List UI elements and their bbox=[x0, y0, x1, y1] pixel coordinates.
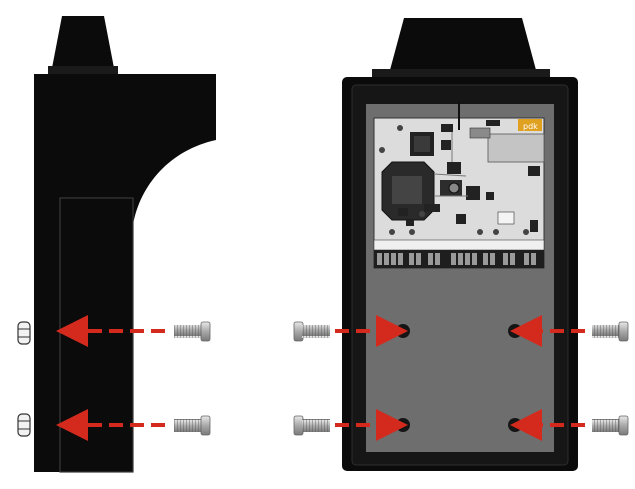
hex-nut-top bbox=[17, 321, 31, 345]
screw-front-top-left bbox=[293, 321, 330, 342]
mount-hole-top-right bbox=[508, 324, 522, 338]
screw-front-top-right bbox=[592, 321, 629, 342]
front-cap bbox=[390, 18, 536, 70]
side-cap bbox=[52, 16, 114, 68]
mount-hole-top-left bbox=[396, 324, 410, 338]
mount-hole-bottom-left bbox=[396, 418, 410, 432]
mount-hole-bottom-right bbox=[508, 418, 522, 432]
screw-front-bottom-left bbox=[293, 415, 330, 436]
screw-side-top bbox=[174, 321, 211, 342]
front-view: pdk bbox=[293, 18, 629, 471]
side-housing bbox=[34, 74, 216, 472]
brand-logo-badge bbox=[518, 119, 542, 131]
screw-side-bottom bbox=[174, 415, 211, 436]
side-view bbox=[17, 16, 216, 473]
front-cap-base bbox=[372, 69, 550, 77]
hex-nut-bottom bbox=[17, 413, 31, 437]
side-cap-base bbox=[48, 66, 118, 74]
circuit-board: pdk bbox=[373, 102, 545, 269]
brand-logo-text: pdk bbox=[523, 122, 538, 131]
screw-front-bottom-right bbox=[592, 415, 629, 436]
